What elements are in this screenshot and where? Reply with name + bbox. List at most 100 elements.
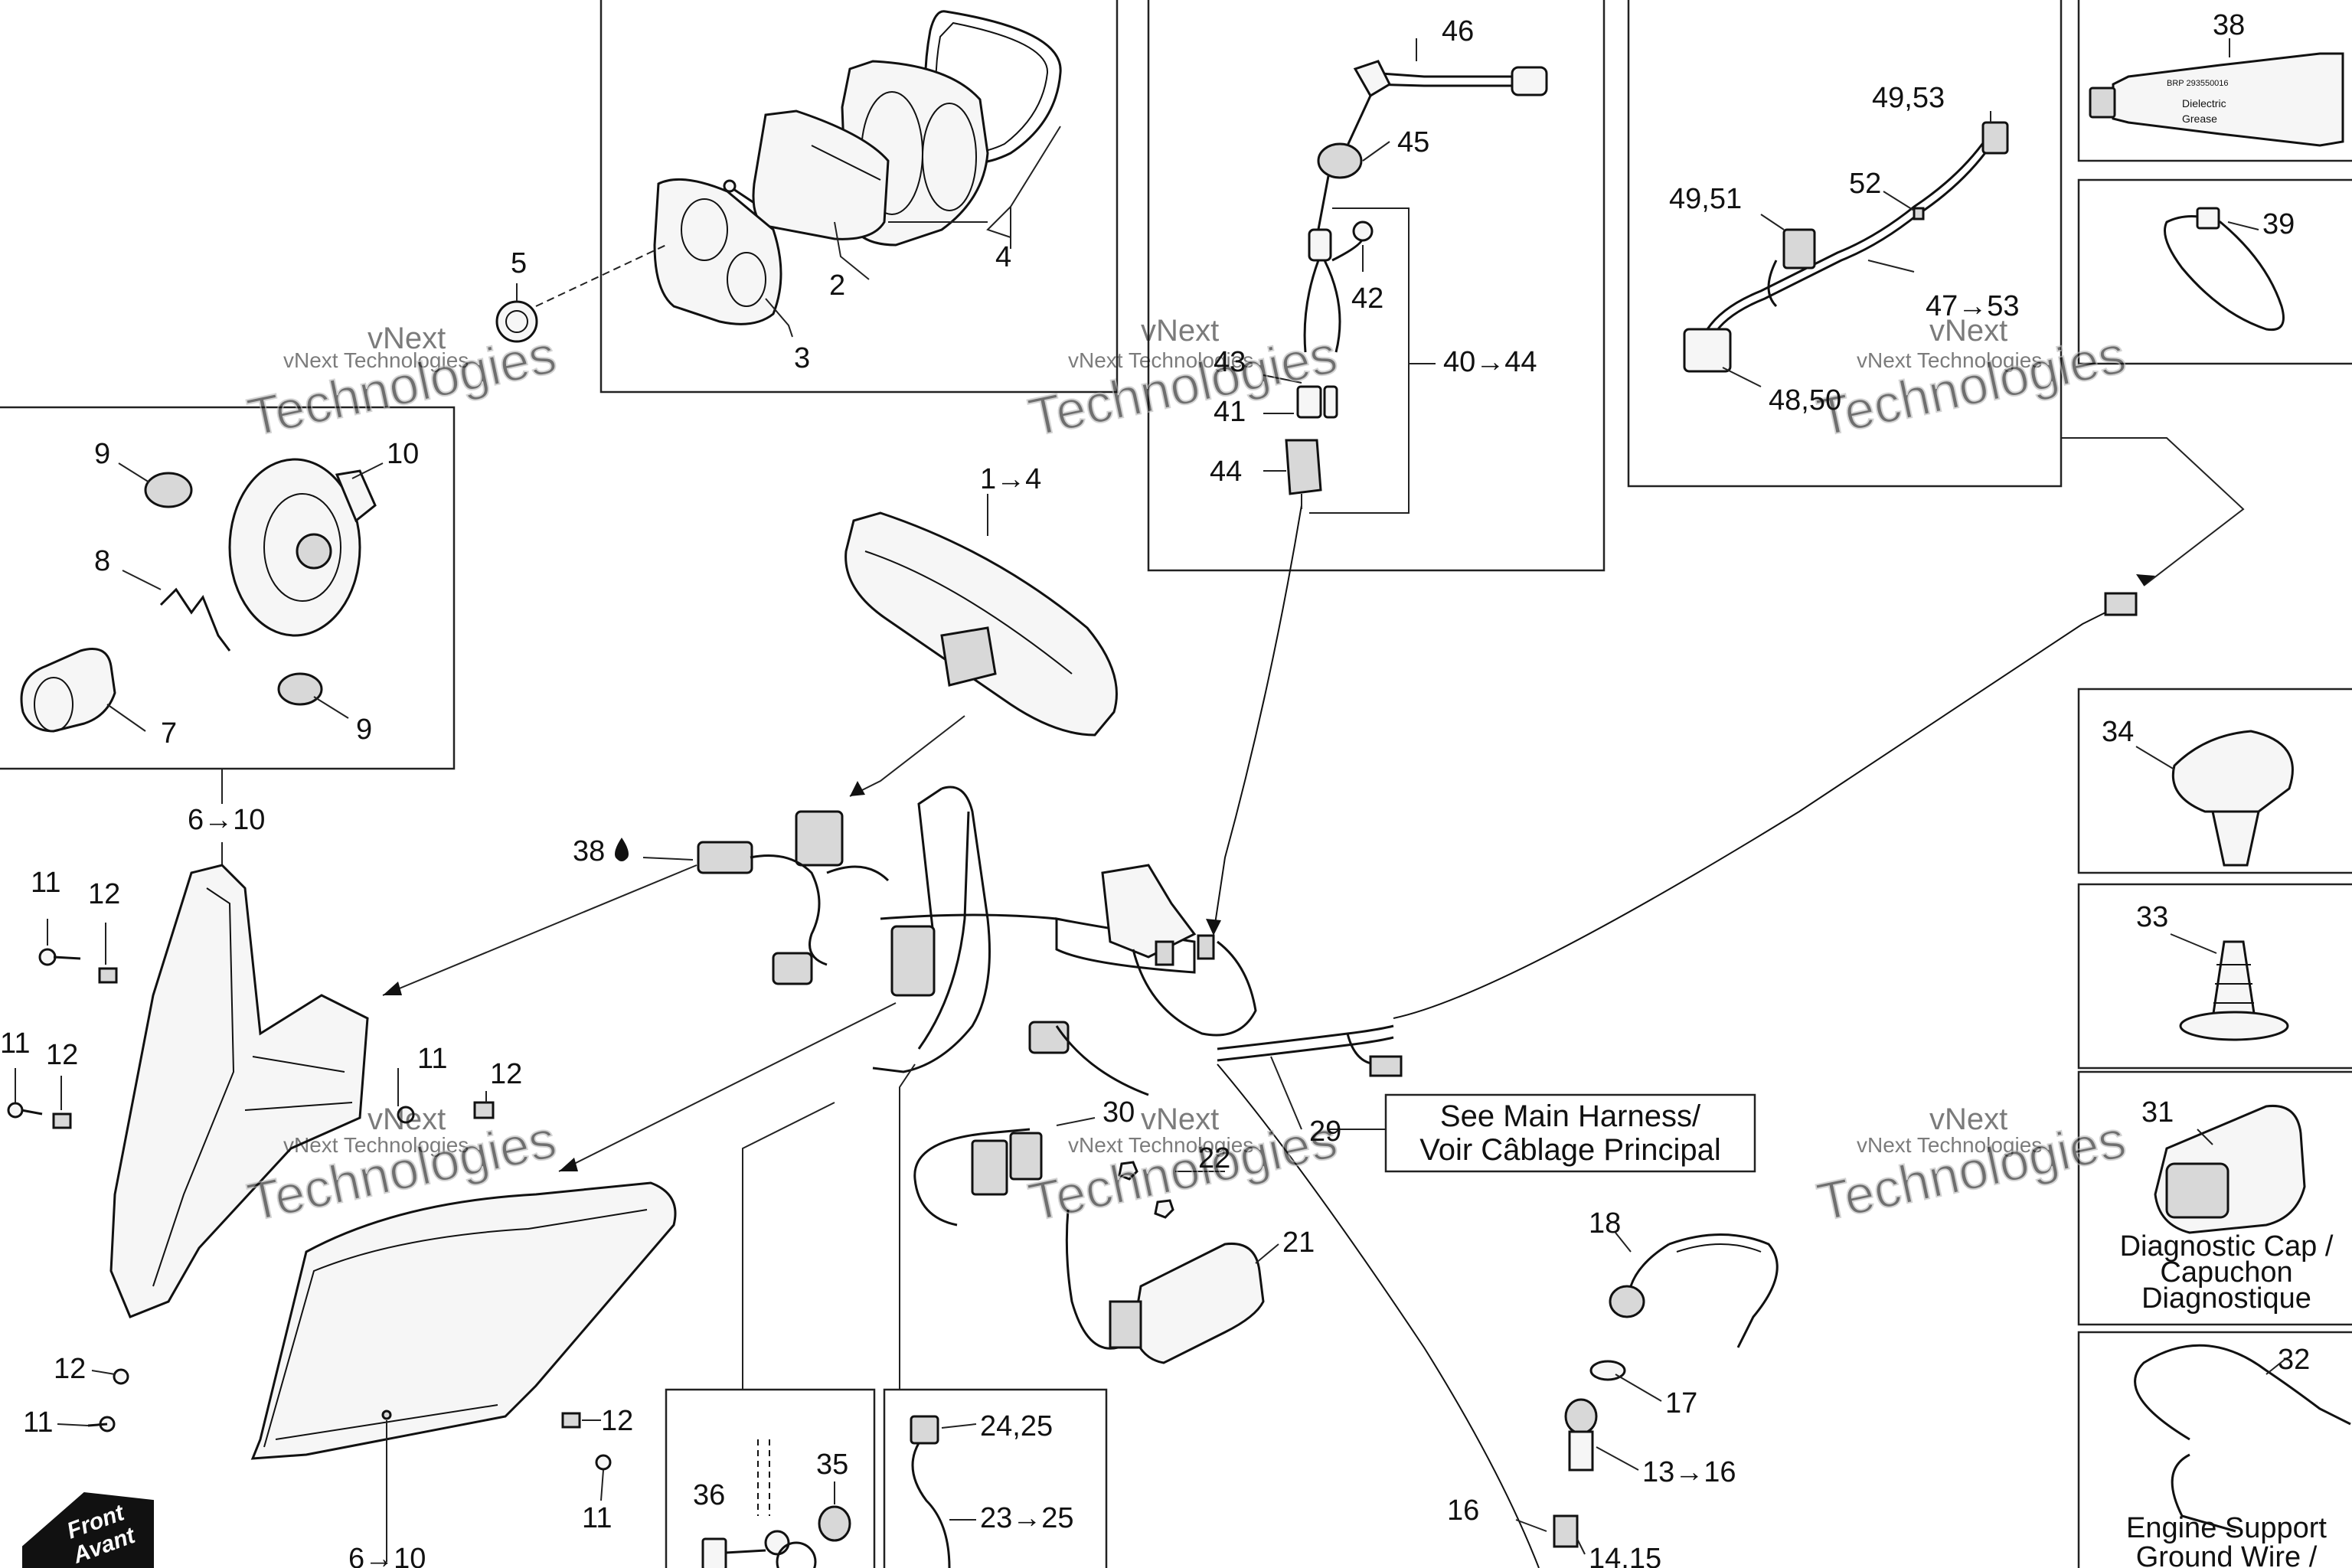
gauge-bezel	[653, 178, 782, 325]
grease-drop-icon	[615, 838, 629, 861]
label-18: 18	[1589, 1207, 1621, 1240]
label-9-top: 9	[94, 438, 110, 470]
wm-company-5: vNext Technologies	[1068, 1133, 1253, 1157]
label-39: 39	[2262, 208, 2295, 240]
label-31: 31	[2141, 1096, 2174, 1129]
rubber-boot-top	[144, 472, 193, 508]
label-34: 34	[2102, 716, 2134, 748]
diagnostic-box	[2077, 1070, 2352, 1326]
label-45: 45	[1397, 126, 1429, 158]
headlamp-reflector	[228, 458, 361, 637]
label-10: 10	[387, 438, 419, 470]
label-11-b: 11	[0, 1027, 30, 1060]
engine-support-text-1: Engine Support	[2126, 1512, 2327, 1544]
label-12-e: 12	[601, 1405, 633, 1437]
label-52: 52	[1849, 168, 1881, 200]
grease-line1: BRP 293550016	[2167, 79, 2229, 88]
rubber-boot-bottom	[277, 672, 323, 706]
label-12-c: 12	[490, 1058, 522, 1090]
label-33: 33	[2136, 901, 2168, 933]
label-6-10-top: 6→10	[188, 804, 265, 836]
watermarks: vNext vNext Technologies Technologies vN…	[242, 314, 2132, 1233]
ground-wire-box	[2077, 1331, 2352, 1568]
label-11-a: 11	[31, 867, 60, 899]
wm-company-6: vNext Technologies	[1857, 1133, 2042, 1157]
label-46: 46	[1442, 15, 1474, 47]
remote-connector	[2104, 592, 2138, 616]
gauge-box	[599, 0, 1119, 394]
wm-name-3: vNext	[1929, 314, 2007, 348]
bracket-box	[665, 1388, 876, 1568]
clip-34	[2135, 730, 2294, 867]
arrowheads	[383, 574, 2155, 1171]
steering-bracket	[872, 786, 991, 1073]
harness-47-53	[1706, 137, 1988, 330]
harness-connector-38	[697, 841, 753, 874]
harness-parts	[1683, 111, 2009, 387]
label-32: 32	[2278, 1344, 2310, 1376]
label-36: 36	[693, 1479, 725, 1511]
label-49-51: 49,51	[1669, 183, 1742, 215]
headlamp-parts	[20, 458, 384, 733]
label-12-d: 12	[54, 1353, 86, 1385]
dielectric-grease: BRP 293550016 Dielectric Grease	[2089, 38, 2344, 147]
label-44: 44	[1210, 456, 1242, 488]
tether-parts	[1515, 1232, 1779, 1555]
grease-box	[2077, 0, 2352, 162]
sensor-lead-parts	[910, 1415, 977, 1568]
headlamp-lens	[250, 1181, 677, 1460]
wm-company-4: vNext Technologies	[283, 1133, 469, 1157]
main-harness-callout-box	[1384, 1093, 1756, 1173]
wm-name-2: vNext	[1141, 314, 1219, 348]
label-2: 2	[829, 270, 845, 302]
label-38-drop: 38	[573, 835, 605, 867]
label-17: 17	[1665, 1387, 1697, 1419]
label-49-53: 49,53	[1872, 82, 1945, 114]
bracket-parts	[701, 1439, 851, 1568]
engine-support-text-2: Ground Wire /	[2136, 1541, 2318, 1568]
diagnostic-cap-text-1: Diagnostic Cap /	[2120, 1230, 2334, 1263]
sensor-lead-box	[883, 1388, 1108, 1568]
headlamp-housing	[109, 864, 369, 1318]
fasteners	[7, 948, 612, 1471]
callout-labels: 1→4 2 3 4 5 6→10 6→10 7 8 9 9 10 11 11 1…	[0, 9, 2310, 1568]
label-48-50: 48,50	[1769, 384, 1841, 416]
wm-name-4: vNext	[368, 1102, 446, 1136]
label-7: 7	[161, 717, 177, 750]
label-16: 16	[1447, 1494, 1479, 1527]
wm-company-1: vNext Technologies	[283, 348, 469, 372]
ground-wire-32	[2134, 1344, 2351, 1533]
sensor-wire-46	[1370, 71, 1516, 78]
label-29: 29	[1309, 1116, 1341, 1148]
diagnostic-cap-text-2: Capuchon	[2160, 1256, 2292, 1289]
label-24-25: 24,25	[980, 1410, 1053, 1442]
cable-tie	[2164, 207, 2285, 332]
wm-name-5: vNext	[1141, 1102, 1219, 1136]
wm-company-3: vNext Technologies	[1857, 348, 2042, 372]
label-38-top: 38	[2213, 9, 2245, 41]
label-5: 5	[511, 247, 527, 279]
label-35: 35	[816, 1449, 848, 1481]
gauge-cluster	[844, 511, 1118, 737]
label-43: 43	[1214, 346, 1246, 378]
gauge-lens	[752, 109, 890, 240]
label-11-e: 11	[582, 1502, 612, 1534]
label-40-44: 40→44	[1443, 346, 1537, 378]
label-47-53: 47→53	[1926, 290, 2020, 322]
speedometer	[495, 244, 667, 343]
label-12-a: 12	[88, 878, 120, 910]
grommet-45	[1317, 142, 1363, 179]
label-9-bottom: 9	[356, 714, 372, 746]
label-22: 22	[1198, 1142, 1230, 1174]
label-1-4: 1→4	[980, 463, 1041, 495]
gauge-gasket	[924, 10, 1062, 165]
relay-module	[1132, 1242, 1265, 1364]
headlamp-box	[0, 406, 456, 770]
grease-line3: Grease	[2182, 113, 2217, 125]
connector-48-50	[1683, 328, 1732, 373]
bulb-clip	[159, 587, 231, 652]
label-4: 4	[995, 241, 1011, 273]
gauge-assembly	[653, 10, 1062, 338]
